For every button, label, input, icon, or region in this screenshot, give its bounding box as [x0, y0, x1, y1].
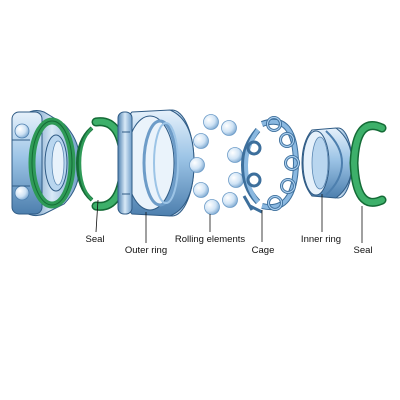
label-seal-left: Seal — [85, 234, 105, 245]
leader-seal-left — [95, 199, 99, 233]
inner-ring — [301, 127, 353, 199]
outer-ring — [117, 109, 195, 217]
seal-left — [75, 117, 129, 211]
ball — [227, 147, 243, 163]
ball — [228, 172, 244, 188]
ball — [193, 182, 209, 198]
label-seal-right: Seal — [353, 245, 373, 256]
label-outer-ring: Outer ring — [124, 245, 168, 256]
leader-lines — [95, 194, 363, 243]
ball — [193, 133, 209, 149]
label-rolling-elements: Rolling elements — [174, 234, 246, 245]
ball — [204, 199, 220, 215]
seal-right — [349, 121, 387, 207]
ball — [189, 157, 205, 173]
label-inner-ring: Inner ring — [300, 234, 342, 245]
assembled-bearing — [11, 110, 81, 217]
ball — [222, 192, 238, 208]
cage — [240, 116, 300, 214]
rolling-elements — [189, 114, 244, 215]
label-cage: Cage — [251, 245, 275, 256]
ball — [221, 120, 237, 136]
ball — [203, 114, 219, 130]
